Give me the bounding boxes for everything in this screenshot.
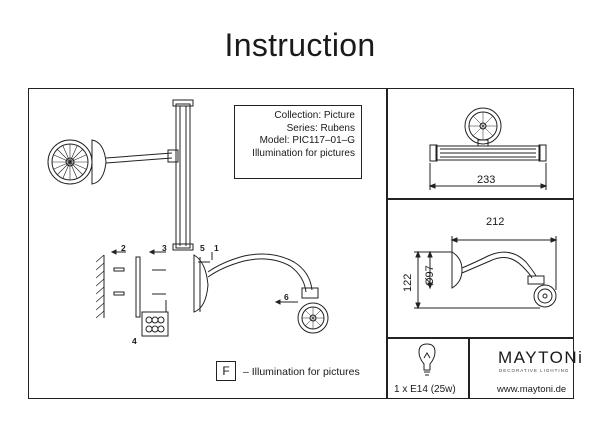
brand-tagline: DECORATIVE LIGHTING [499,368,570,373]
step-5-label: 5 [200,243,205,253]
step-2-label: 2 [121,243,126,253]
step-6-label: 6 [284,292,289,302]
divider-vertical [386,88,388,399]
divider-vertical-bottom [468,337,470,399]
step-3-label: 3 [162,243,167,253]
model-text: Model: PIC117–01–G [259,135,355,146]
page-title: Instruction [224,27,376,63]
step-1-label: 1 [214,243,219,253]
lamp-spec: 1 x E14 (25w) [394,384,456,395]
purpose-text: Illumination for pictures [252,147,355,159]
brand-logo: MAYTONi [498,348,584,367]
instruction-frame [28,88,574,399]
dimension-212: 212 [486,216,505,228]
illumination-icon: F [216,361,236,381]
brand-website: www.maytoni.de [497,384,567,395]
legend-text: – Illumination for pictures [243,366,360,378]
product-info-box: Collection: Picture Series: Rubens Model… [234,105,362,179]
divider-horizontal-top [386,198,574,200]
step-4-label: 4 [132,336,137,346]
collection-text: Collection: Picture [274,110,355,121]
series-text: Series: Rubens [286,122,355,134]
dimension-233: 233 [477,174,496,186]
divider-horizontal-bottom [386,337,574,339]
